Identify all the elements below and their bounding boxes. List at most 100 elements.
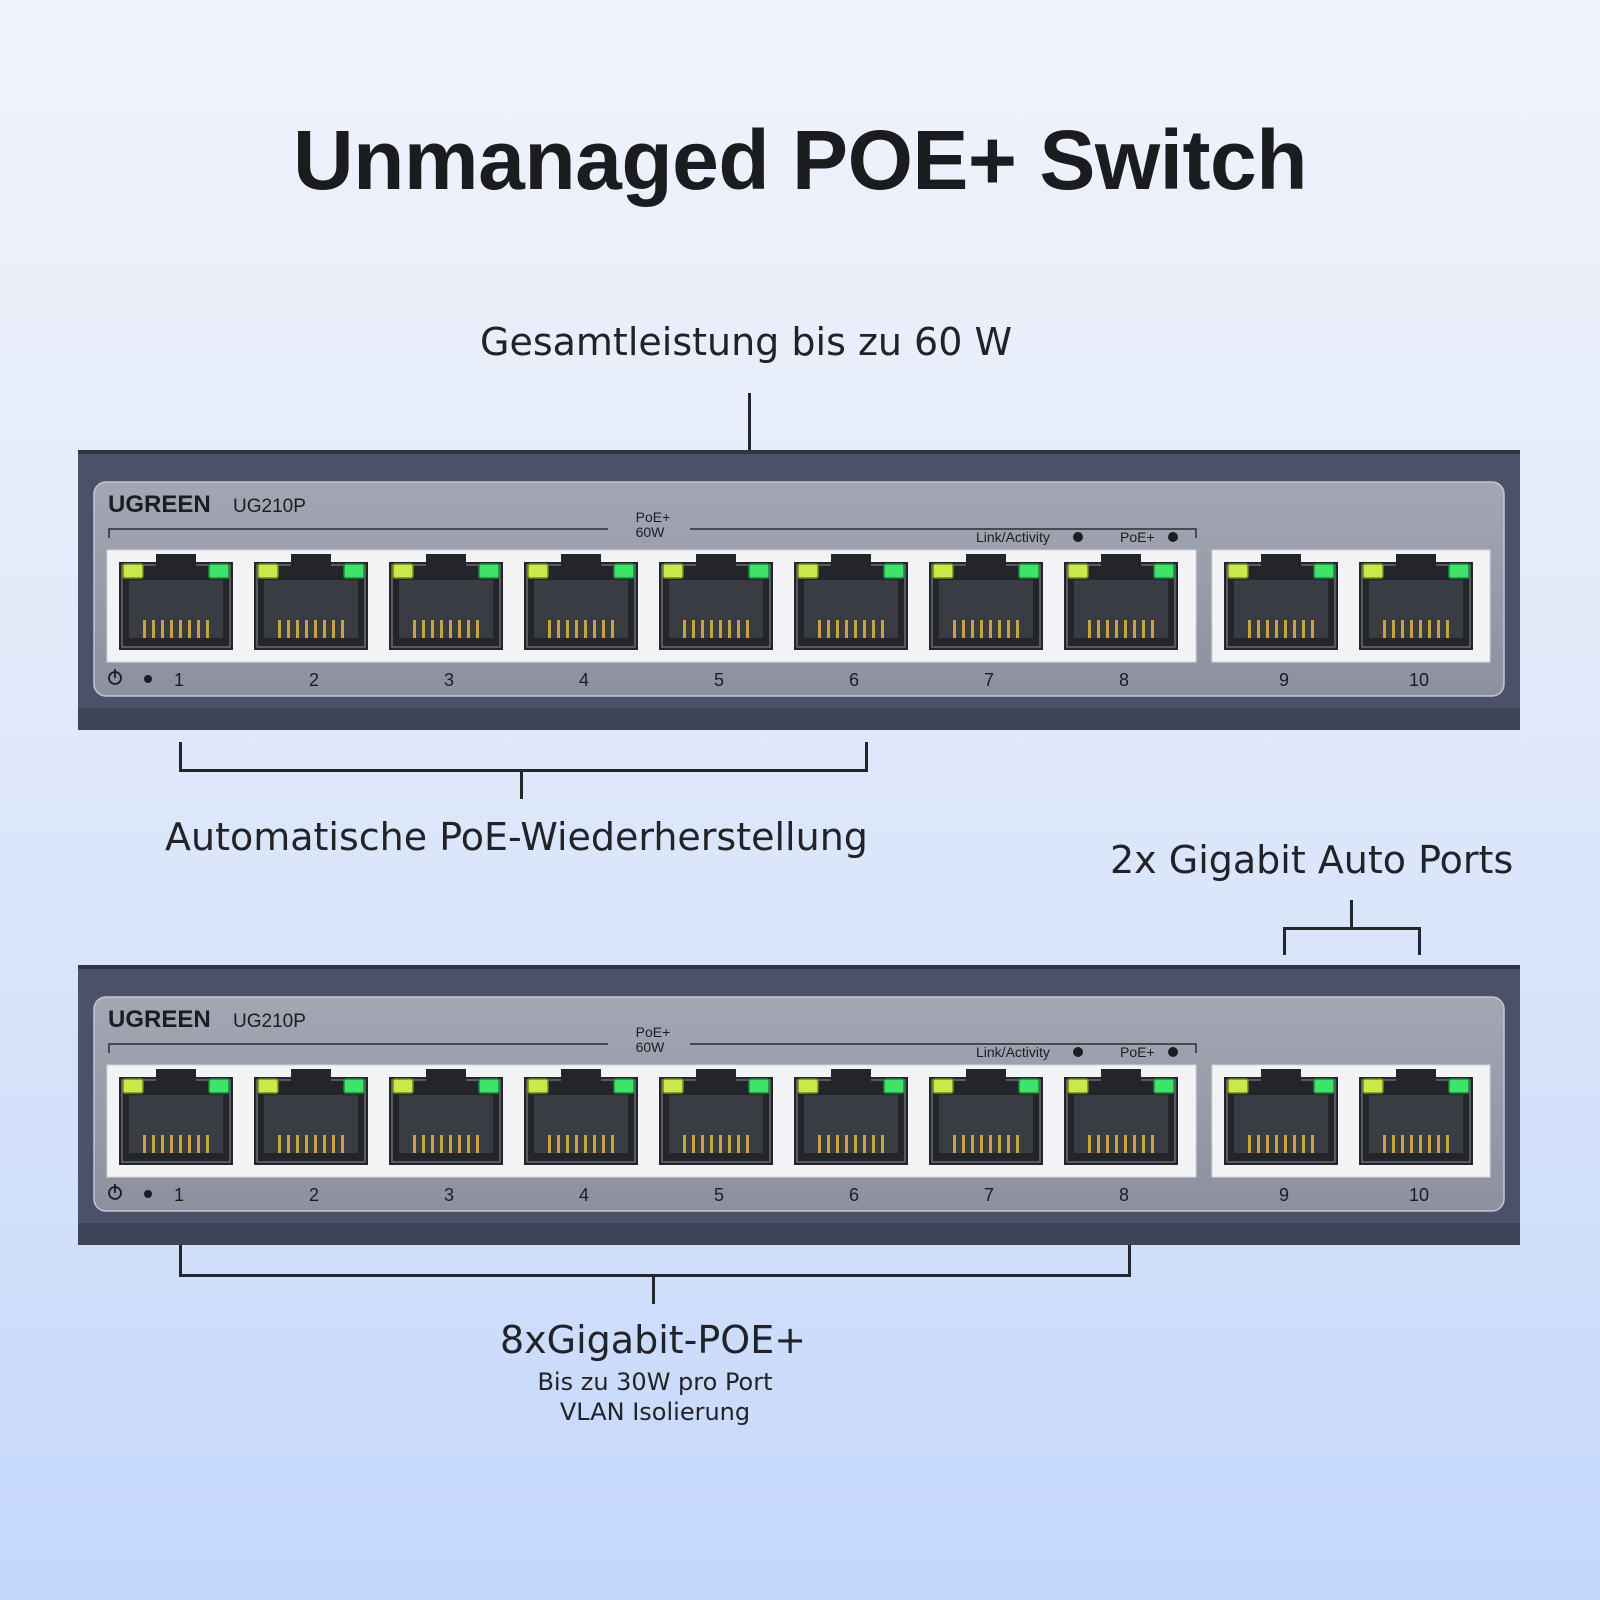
rj45-latch-notch (291, 554, 331, 568)
rj45-latch-notch (426, 554, 466, 568)
rj45-pin (143, 620, 146, 638)
rj45-pin (1151, 620, 1154, 638)
rj45-pin (1142, 620, 1145, 638)
led-poe (1153, 563, 1175, 579)
led-poe (478, 563, 500, 579)
model-label: UG210P (233, 496, 306, 517)
rj45-pin (746, 1135, 749, 1153)
link-activity-label: Link/Activity (976, 1044, 1050, 1060)
rj45-pin (827, 1135, 830, 1153)
led-link-activity (797, 1078, 819, 1094)
rj45-pin (1302, 620, 1305, 638)
rj45-pin (701, 620, 704, 638)
led-poe (1448, 563, 1470, 579)
rj45-pin (431, 1135, 434, 1153)
rj45-pin (440, 1135, 443, 1153)
rj45-pin (305, 620, 308, 638)
port-3 (389, 554, 503, 650)
rj45-pin (287, 1135, 290, 1153)
rj45-pin (1410, 620, 1413, 638)
rj45-pin (1016, 620, 1019, 638)
port-4 (524, 554, 638, 650)
port-number-label: 7 (984, 1185, 994, 1205)
rj45-pin (332, 620, 335, 638)
port-7 (929, 1069, 1043, 1165)
port-number-label: 10 (1409, 1185, 1429, 1205)
rj45-pin (692, 620, 695, 638)
port-number-label: 4 (579, 670, 589, 690)
rj45-pin (998, 620, 1001, 638)
port-8 (1064, 1069, 1178, 1165)
rj45-pin (584, 620, 587, 638)
rj45-pin (1142, 1135, 1145, 1153)
chassis-top-edge (78, 965, 1520, 969)
link-activity-label: Link/Activity (976, 529, 1050, 545)
rj45-pin (467, 620, 470, 638)
callout-auto-recovery: Automatische PoE-Wiederherstellung (165, 815, 868, 859)
rj45-pin (737, 1135, 740, 1153)
rj45-pin (1275, 620, 1278, 638)
rj45-pin (152, 1135, 155, 1153)
chassis-top-edge (78, 450, 1520, 454)
rj45-pin (278, 620, 281, 638)
rj45-pin (971, 620, 974, 638)
rj45-pin (476, 620, 479, 638)
rj45-pin (1088, 620, 1091, 638)
led-poe (1313, 1078, 1335, 1094)
bracket-poe-ports-stem (652, 1277, 655, 1304)
poe-indicator-label: PoE+ (1120, 1044, 1155, 1060)
rj45-pin (332, 1135, 335, 1153)
rj45-pin (305, 1135, 308, 1153)
rj45-pin (701, 1135, 704, 1153)
rj45-pin (611, 620, 614, 638)
rj45-pin (314, 620, 317, 638)
rj45-pin (1293, 620, 1296, 638)
rj45-pin (431, 620, 434, 638)
rj45-pin (197, 1135, 200, 1153)
port-4 (524, 1069, 638, 1165)
rj45-pin (1293, 1135, 1296, 1153)
rj45-pin (458, 1135, 461, 1153)
poe-budget-label: PoE+ (636, 1024, 671, 1040)
rj45-pin (296, 620, 299, 638)
rj45-pin (602, 620, 605, 638)
rj45-pin (1133, 620, 1136, 638)
led-link-activity (527, 563, 549, 579)
poe-indicator-dot (1168, 532, 1178, 542)
port-number-label: 3 (444, 670, 454, 690)
rj45-pin (1446, 1135, 1449, 1153)
rj45-pin (971, 1135, 974, 1153)
rj45-latch-notch (426, 1069, 466, 1083)
rj45-pin (1124, 1135, 1127, 1153)
rj45-pin (845, 620, 848, 638)
port-5 (659, 554, 773, 650)
rj45-pin (1437, 620, 1440, 638)
chassis-bottom-edge (78, 1223, 1520, 1245)
bracket-auto-recovery-right (865, 742, 868, 772)
system-led-dot (144, 675, 152, 683)
port-number-label: 1 (174, 670, 184, 690)
rj45-pin (980, 620, 983, 638)
rj45-pin (962, 1135, 965, 1153)
rj45-latch-notch (1396, 1069, 1436, 1083)
rj45-pin (836, 1135, 839, 1153)
rj45-pin (179, 1135, 182, 1153)
rj45-pin (1257, 620, 1260, 638)
rj45-pin (422, 1135, 425, 1153)
rj45-latch-notch (561, 554, 601, 568)
rj45-pin (854, 620, 857, 638)
led-link-activity (662, 1078, 684, 1094)
rj45-pin (1275, 1135, 1278, 1153)
rj45-pin (458, 620, 461, 638)
rj45-pin (737, 620, 740, 638)
rj45-pin (1419, 1135, 1422, 1153)
rj45-pin (854, 1135, 857, 1153)
system-led-dot (144, 1190, 152, 1198)
rj45-pin (449, 1135, 452, 1153)
rj45-pin (710, 1135, 713, 1153)
bracket-poe-ports-bar (179, 1274, 1131, 1277)
rj45-latch-notch (1261, 554, 1301, 568)
rj45-pin (557, 620, 560, 638)
led-poe (343, 1078, 365, 1094)
rj45-latch-notch (696, 554, 736, 568)
